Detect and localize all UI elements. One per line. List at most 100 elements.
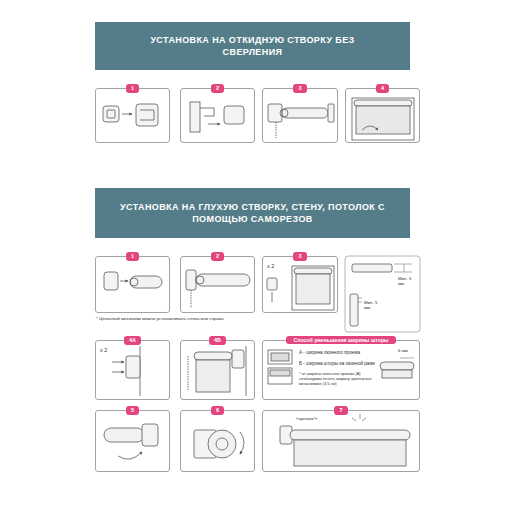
- section-header: УСТАНОВКА НА ОТКИДНУЮ СТВОРКУ БЕЗ СВЕРЛЕ…: [95, 22, 410, 70]
- dimension-panel: [394, 272, 412, 273]
- roller-chain: [186, 270, 250, 308]
- dimension-label: Мин. 5 мм: [398, 276, 414, 287]
- bracket-roller: [130, 276, 162, 288]
- method-heading: Способ уменьшения ширины шторы: [286, 336, 397, 344]
- step-panel: 4Аx 2: [95, 340, 170, 400]
- roller-click: [352, 414, 366, 421]
- screw-window: [296, 274, 330, 304]
- sash-hook: [190, 102, 200, 132]
- window-blind: [354, 100, 412, 106]
- width-method: [271, 353, 289, 361]
- roller-mount: [282, 108, 328, 118]
- width-method: [382, 370, 412, 378]
- footnote: * Цепочный механизм можно устанавливать …: [96, 316, 316, 321]
- window-blind: [352, 98, 414, 140]
- step-number: 4А: [124, 336, 141, 345]
- screw-window: [292, 266, 334, 310]
- clip-bracket: [103, 106, 119, 122]
- step-number: 1: [126, 252, 139, 261]
- section-title: УСТАНОВКА НА ОТКИДНУЮ СТВОРКУ БЕЗ СВЕРЛЕ…: [150, 34, 355, 58]
- clip-bracket: [122, 114, 132, 115]
- roller-chain: [186, 270, 196, 290]
- step-number: 3: [293, 84, 306, 93]
- section-title: УСТАНОВКА НА ГЛУХУЮ СТВОРКУ, СТЕНУ, ПОТО…: [108, 201, 398, 225]
- clip-bracket: [136, 104, 158, 126]
- wall-blind: [188, 356, 189, 390]
- step-panel: 6: [180, 410, 255, 472]
- width-method: [270, 370, 290, 376]
- sash-hook: [208, 124, 220, 125]
- roller-install: [118, 452, 142, 459]
- roller-click: [280, 414, 410, 466]
- dimension-panel: [352, 264, 392, 272]
- step-panel: 4: [345, 88, 420, 143]
- screw-window: [267, 278, 277, 290]
- dimension-panel: [404, 264, 405, 272]
- bracket-roller: [130, 278, 138, 286]
- step-number: 1: [126, 84, 139, 93]
- wall-bracket: [112, 362, 124, 363]
- method-note: Б - ширина шторы на оконной раме: [299, 361, 377, 367]
- wall-blind: [194, 352, 232, 360]
- wall-blind: [188, 346, 246, 396]
- roller-end: [208, 430, 236, 458]
- bracket-roller: [104, 272, 162, 290]
- roller-end: [240, 432, 244, 454]
- step-number: 6: [211, 406, 224, 415]
- roller-mount: [328, 104, 334, 122]
- quantity-mark: x 2: [267, 263, 274, 269]
- screw-window: [267, 266, 334, 310]
- roller-mount: [268, 104, 334, 138]
- window-blind: [352, 98, 414, 140]
- method-note: А - ширина оконного проема: [299, 350, 377, 356]
- window-blind: [362, 126, 378, 130]
- sash-hook: [200, 108, 214, 116]
- label-holder: * Цепочный механизм можно устанавливать …: [96, 316, 316, 321]
- roller-mount: [280, 109, 288, 117]
- roller-click: [290, 430, 410, 440]
- step-number: 4: [376, 84, 389, 93]
- dimension-panel: [350, 294, 358, 326]
- section-header: УСТАНОВКА НА ГЛУХУЮ СТВОРКУ, СТЕНУ, ПОТО…: [95, 188, 410, 238]
- width-method: [268, 368, 292, 384]
- dimension-panel: [358, 302, 362, 303]
- roller-mount: [276, 122, 277, 138]
- dimension-panel: [358, 298, 362, 299]
- step-panel: 3: [262, 88, 338, 143]
- wall-blind: [246, 346, 247, 396]
- width-method: [400, 358, 414, 359]
- dimension-panel: [394, 264, 412, 265]
- step-panel: 3x 2: [262, 256, 338, 313]
- clip-bracket: [107, 110, 115, 118]
- step-panel: 7: [262, 410, 420, 472]
- sound-label: «щелчок!»: [296, 416, 330, 421]
- roller-chain: [191, 290, 192, 308]
- label-holder: Мин. 5 мм: [364, 300, 380, 311]
- step-panel: 2: [180, 256, 255, 313]
- wall-bracket: [112, 346, 140, 396]
- bracket-roller: [104, 272, 118, 290]
- roller-end: [216, 438, 228, 450]
- roller-click: [294, 440, 406, 466]
- dimension-label: 6 мм: [398, 348, 418, 353]
- wall-bracket: [126, 356, 140, 378]
- wall-blind: [196, 360, 230, 392]
- label-holder: Мин. 5 мм: [398, 276, 414, 287]
- step-number: 4Б: [209, 336, 226, 345]
- dimension-panel: [345, 256, 420, 332]
- step-number: 3: [293, 252, 306, 261]
- sash-hook: [224, 106, 244, 124]
- step-number: 7: [334, 406, 347, 415]
- roller-install: [104, 428, 144, 442]
- roller-install: [142, 424, 158, 446]
- step-number: 2: [211, 84, 224, 93]
- label-holder: «щелчок!»: [296, 416, 330, 421]
- sash-hook: [190, 102, 244, 132]
- step-panel: 1: [95, 88, 170, 143]
- roller-chain: [196, 276, 204, 284]
- wall-blind: [232, 350, 244, 368]
- roller-chain: [196, 274, 250, 286]
- step-panel: 2: [180, 88, 255, 143]
